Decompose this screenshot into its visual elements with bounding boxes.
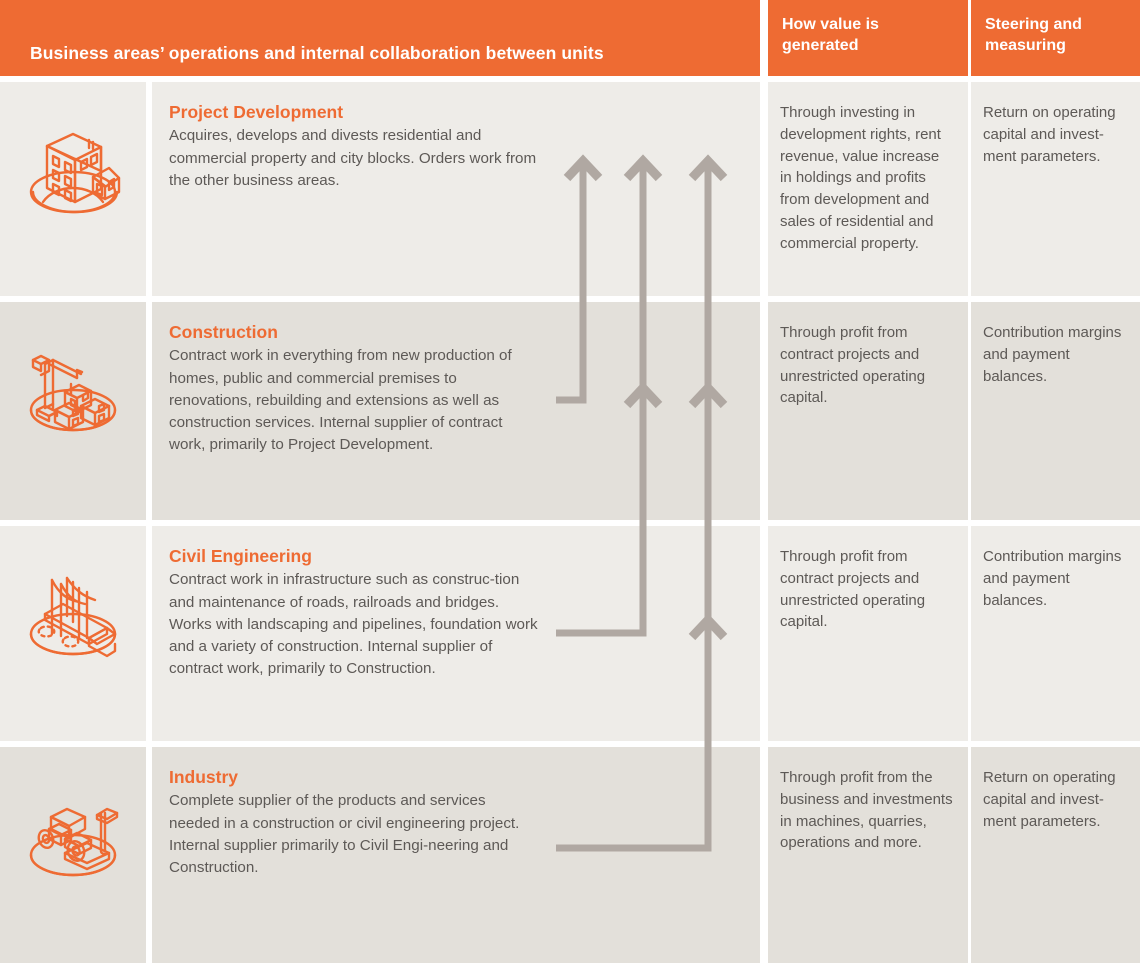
unit-title-industry: Industry [169,767,239,787]
unit-description-project-development: Acquires, develops and divests residenti… [169,127,537,189]
icon-cell-civil-engineering [0,526,146,741]
body-cell-civil-engineering: Civil Engineering Contract work in infra… [152,526,760,741]
steering-text-construction: Contribution margins and payment balance… [983,324,1122,385]
icon-cell-construction [0,302,146,520]
steering-cell-construction: Contribution margins and payment balance… [971,302,1140,520]
unit-description-civil-engineering: Contract work in infrastructure such as … [169,571,538,678]
steering-text-project-development: Return on operating capital and invest-m… [983,104,1116,165]
header-value-line1: How value is [782,16,879,33]
header-how-value-is-generated: How value is generated [768,0,968,76]
header-value-line2: generated [782,37,859,55]
header-steering-and-measuring: Steering and measuring [971,0,1140,76]
value-text-project-development: Through investing in development rights,… [780,104,941,252]
value-text-civil-engineering: Through profit from contract projects an… [780,548,926,631]
steering-cell-project-development: Return on operating capital and invest-m… [971,82,1140,296]
crane-construction-icon [21,338,125,442]
value-cell-industry: Through profit from the business and inv… [768,747,968,963]
property-development-icon [21,118,125,222]
unit-title-construction: Construction [169,322,278,342]
steering-cell-industry: Return on operating capital and invest-m… [971,747,1140,963]
steering-text-civil-engineering: Contribution margins and payment balance… [983,548,1122,609]
table-header: Business areas’ operations and internal … [0,0,1140,76]
unit-title-civil-engineering: Civil Engineering [169,546,312,566]
icon-cell-industry [0,747,146,963]
header-business-areas: Business areas’ operations and internal … [0,0,760,76]
value-text-industry: Through profit from the business and inv… [780,769,953,852]
suspension-bridge-icon [21,562,125,666]
body-cell-industry: Industry Complete supplier of the produc… [152,747,760,963]
steering-text-industry: Return on operating capital and invest-m… [983,769,1116,830]
value-cell-construction: Through profit from contract projects an… [768,302,968,520]
icon-cell-project-development [0,82,146,296]
value-cell-civil-engineering: Through profit from contract projects an… [768,526,968,741]
body-cell-construction: Construction Contract work in everything… [152,302,760,520]
header-steering-line2: measuring [985,37,1066,55]
header-steering-line1: Steering and [985,16,1082,33]
unit-description-construction: Contract work in everything from new pro… [169,347,512,454]
body-cell-project-development: Project Development Acquires, develops a… [152,82,760,296]
steering-cell-civil-engineering: Contribution margins and payment balance… [971,526,1140,741]
value-text-construction: Through profit from contract projects an… [780,324,926,407]
header-business-areas-label: Business areas’ operations and internal … [30,43,604,63]
unit-description-industry: Complete supplier of the products and se… [169,792,520,876]
value-cell-project-development: Through investing in development rights,… [768,82,968,296]
road-roller-icon [21,783,125,887]
unit-title-project-development: Project Development [169,102,344,122]
